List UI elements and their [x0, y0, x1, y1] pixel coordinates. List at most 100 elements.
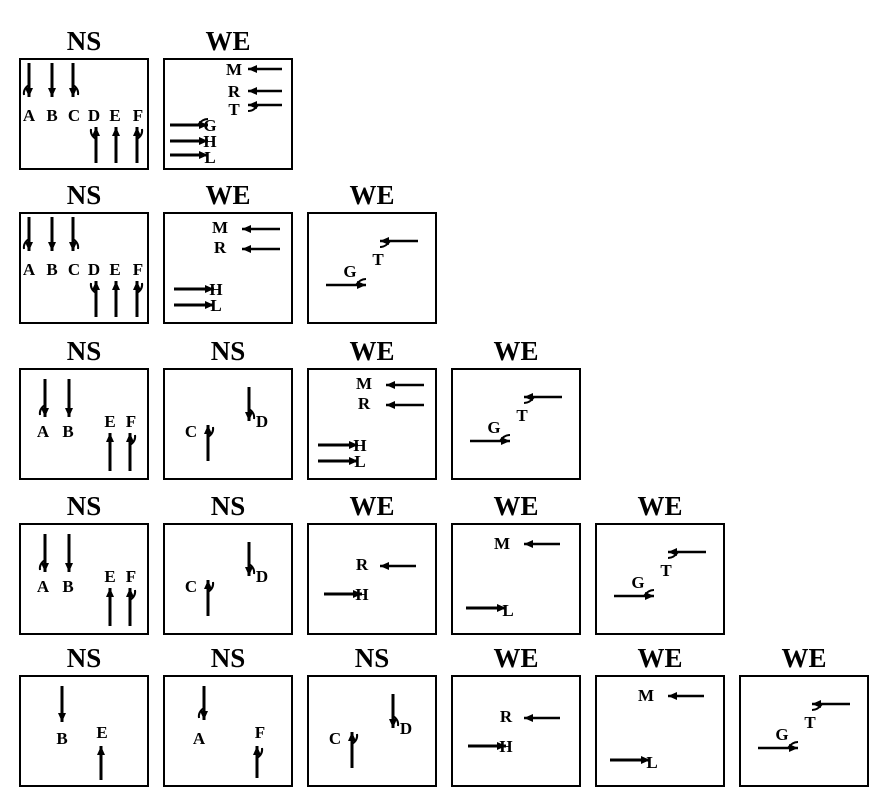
movement-l: L [174, 296, 222, 315]
movement-e: E [104, 567, 116, 626]
movement-b: B [62, 534, 74, 596]
movement-label-c: C [185, 422, 197, 441]
movement-f: F [133, 106, 143, 163]
movement-l: L [610, 753, 658, 772]
turn-hook [22, 84, 30, 96]
movement-label-h: H [203, 132, 216, 151]
movement-label-l: L [354, 452, 365, 471]
turn-hook [197, 118, 209, 126]
movement-d: D [245, 387, 268, 431]
movement-label-m: M [226, 60, 242, 79]
movement-label-r: R [500, 707, 513, 726]
turn-hook [129, 589, 137, 601]
phase-box [19, 212, 149, 324]
movement-e: E [96, 723, 108, 780]
movement-r: R [356, 555, 416, 574]
movement-label-c: C [68, 106, 80, 125]
movement-label-h: H [355, 585, 368, 604]
movement-b: B [46, 217, 58, 279]
movement-f: F [126, 412, 136, 471]
movement-label-c: C [185, 577, 197, 596]
phase-box [595, 523, 725, 635]
movement-label-b: B [46, 106, 57, 125]
movement-label-m: M [494, 534, 510, 553]
movement-label-e: E [109, 260, 120, 279]
turn-hook [89, 128, 97, 140]
movement-b: B [46, 63, 58, 125]
turn-hook [351, 733, 359, 745]
movement-label-a: A [37, 577, 50, 596]
phase-box [451, 368, 581, 480]
movement-c: C [185, 422, 215, 461]
movement-label-t: T [804, 713, 816, 732]
movement-l: L [466, 601, 514, 620]
movement-d: D [389, 694, 412, 738]
turn-hook [129, 434, 137, 446]
phase-header: WE [493, 491, 538, 521]
movement-h: H [170, 132, 217, 151]
movement-c: C [185, 577, 215, 616]
turn-hook [207, 426, 215, 438]
movement-l: L [318, 452, 366, 471]
phase-box [595, 675, 725, 787]
movement-label-l: L [210, 296, 221, 315]
movement-label-b: B [62, 577, 73, 596]
phase-box [163, 523, 293, 635]
movement-e: E [109, 106, 121, 163]
movement-label-r: R [214, 238, 227, 257]
phase-header: WE [637, 643, 682, 673]
movement-label-t: T [372, 250, 384, 269]
movement-label-e: E [109, 106, 120, 125]
movement-label-a: A [193, 729, 206, 748]
movement-h: H [324, 585, 369, 604]
phase-box [19, 368, 149, 480]
phase-header: WE [205, 26, 250, 56]
movement-label-c: C [329, 729, 341, 748]
movement-a: A [193, 686, 208, 748]
movement-e: E [109, 260, 121, 317]
movement-r: R [358, 394, 424, 413]
phase-header: WE [349, 491, 394, 521]
movement-label-m: M [638, 686, 654, 705]
phase-panel-we: WE M L [595, 643, 725, 787]
movement-f: F [126, 567, 136, 626]
movement-l: L [170, 148, 216, 167]
movement-c: C [329, 729, 359, 768]
turn-hook [38, 559, 46, 571]
phase-box [451, 675, 581, 787]
movement-label-f: F [126, 567, 136, 586]
phase-box [163, 58, 293, 170]
movement-label-f: F [126, 412, 136, 431]
movement-label-l: L [502, 601, 513, 620]
movement-d: D [245, 542, 268, 586]
movement-d: D [88, 106, 100, 163]
movement-t: T [660, 548, 706, 580]
movement-h: H [318, 436, 367, 455]
movement-label-d: D [256, 412, 268, 431]
turn-hook [89, 282, 97, 294]
phase-panel-we: WE M L [451, 491, 581, 635]
phase-header: WE [205, 180, 250, 210]
phase-box [451, 523, 581, 635]
movement-label-b: B [56, 729, 67, 748]
phase-header: NS [67, 180, 102, 210]
movement-label-d: D [88, 260, 100, 279]
movement-label-f: F [133, 260, 143, 279]
movement-g: G [326, 262, 367, 289]
turn-hook [811, 703, 823, 711]
movement-label-h: H [353, 436, 366, 455]
turn-hook [379, 240, 391, 248]
turn-hook [247, 104, 259, 112]
phase-box [163, 368, 293, 480]
movement-label-f: F [133, 106, 143, 125]
